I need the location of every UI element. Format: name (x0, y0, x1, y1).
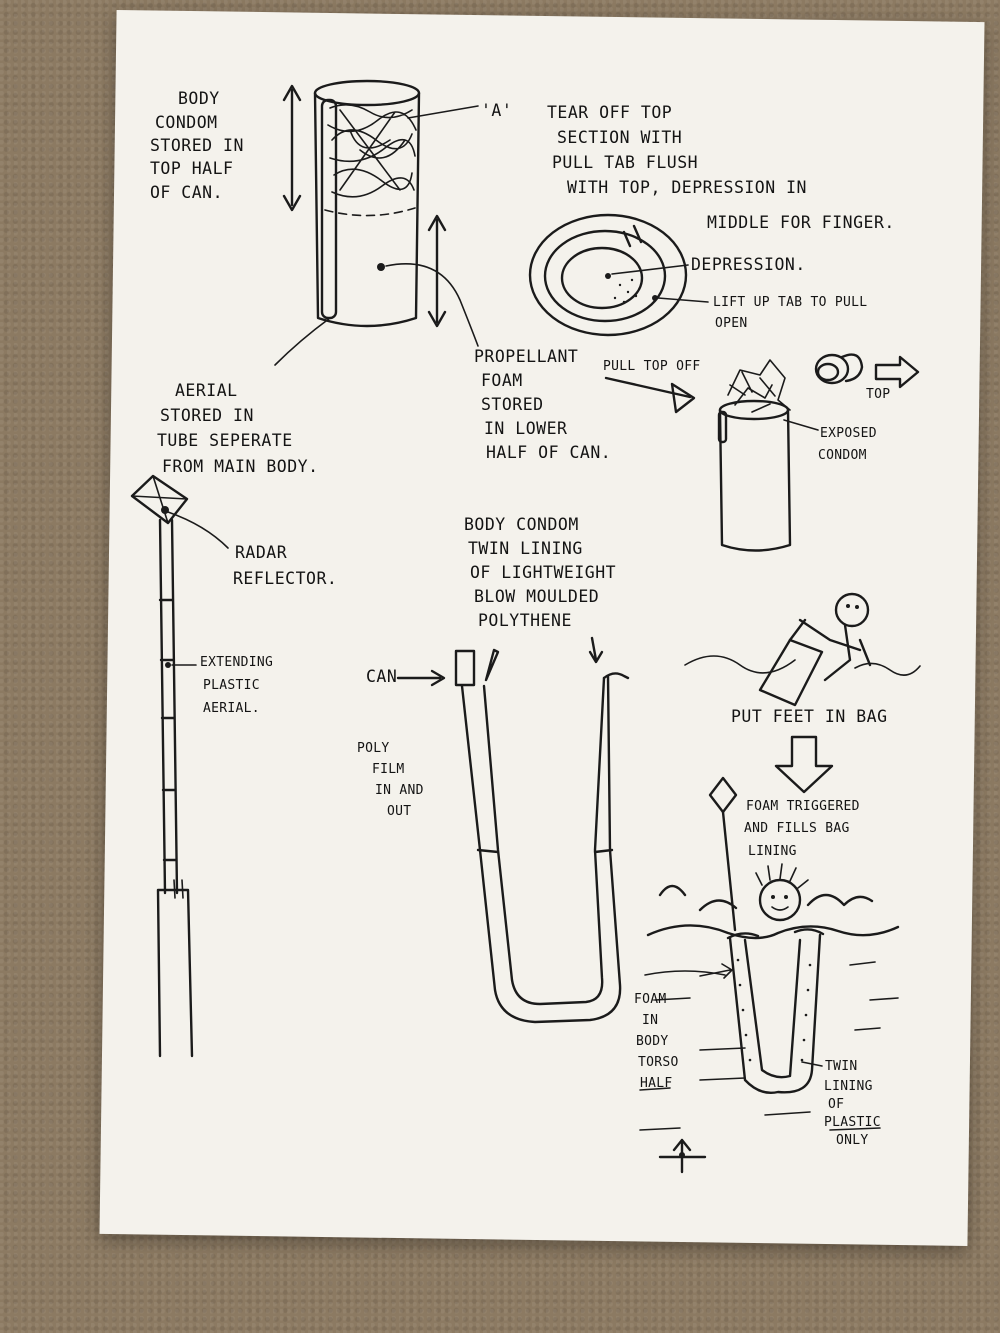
svg-text:EXPOSED: EXPOSED (820, 426, 877, 441)
svg-text:AERIAL: AERIAL (175, 381, 238, 400)
svg-text:EXTENDING: EXTENDING (200, 655, 273, 670)
svg-text:IN: IN (642, 1013, 658, 1028)
svg-text:FROM MAIN BODY.: FROM MAIN BODY. (162, 457, 319, 476)
svg-text:IN AND: IN AND (375, 783, 424, 798)
svg-text:ONLY: ONLY (836, 1133, 869, 1148)
label-radar: RADAR REFLECTOR. (233, 543, 337, 588)
label-poly-film: POLY FILM IN AND OUT (357, 741, 424, 819)
svg-text:TEAR OFF TOP: TEAR OFF TOP (547, 103, 672, 122)
svg-text:PULL TAB FLUSH: PULL TAB FLUSH (552, 153, 698, 172)
svg-text:REFLECTOR.: REFLECTOR. (233, 569, 337, 588)
svg-text:IN LOWER: IN LOWER (484, 419, 567, 438)
svg-text:AND FILLS BAG: AND FILLS BAG (744, 821, 850, 836)
inflated-bag-drawing (639, 776, 900, 1174)
svg-text:BODY: BODY (178, 89, 220, 108)
swimmer-drawing (684, 592, 921, 794)
svg-text:PLASTIC: PLASTIC (824, 1115, 881, 1130)
svg-text:TORSO: TORSO (638, 1055, 679, 1070)
svg-text:FOAM: FOAM (634, 992, 667, 1007)
svg-text:FOAM: FOAM (481, 371, 523, 390)
svg-text:TWIN LINING: TWIN LINING (468, 539, 583, 558)
label-propellant: PROPELLANT FOAM STORED IN LOWER HALF OF … (474, 347, 611, 462)
svg-text:LINING: LINING (824, 1079, 873, 1094)
svg-text:MIDDLE FOR FINGER.: MIDDLE FOR FINGER. (707, 213, 895, 232)
svg-text:POLYTHENE: POLYTHENE (478, 611, 572, 630)
label-foam-torso: FOAM IN BODY TORSO HALF (634, 992, 679, 1091)
label-put-feet: PUT FEET IN BAG (731, 707, 888, 726)
label-body-condom: BODY CONDOM STORED IN TOP HALF OF CAN. (150, 89, 244, 202)
label-lining: BODY CONDOM TWIN LINING OF LIGHTWEIGHT B… (464, 515, 616, 630)
svg-text:RADAR: RADAR (235, 543, 287, 562)
svg-text:HALF OF CAN.: HALF OF CAN. (486, 443, 611, 462)
svg-text:OF: OF (828, 1097, 844, 1112)
opened-can-drawing (604, 353, 920, 552)
label-foam-triggered: FOAM TRIGGERED AND FILLS BAG LINING (744, 799, 860, 859)
svg-text:OF LIGHTWEIGHT: OF LIGHTWEIGHT (470, 563, 616, 582)
svg-text:OUT: OUT (387, 804, 411, 819)
aerial-drawing (130, 474, 229, 1058)
svg-text:BODY CONDOM: BODY CONDOM (464, 515, 579, 534)
label-lift-tab: LIFT UP TAB TO PULL OPEN (713, 295, 867, 331)
svg-text:STORED IN: STORED IN (150, 136, 244, 155)
svg-text:SECTION WITH: SECTION WITH (557, 128, 682, 147)
svg-text:FILM: FILM (372, 762, 405, 777)
svg-text:AERIAL.: AERIAL. (203, 701, 260, 716)
svg-text:HALF: HALF (640, 1076, 673, 1091)
svg-text:OF CAN.: OF CAN. (150, 183, 223, 202)
svg-text:TOP HALF: TOP HALF (150, 159, 233, 178)
label-twin-lining: TWIN LINING OF PLASTIC ONLY (824, 1059, 881, 1148)
label-pull-top-off: PULL TOP OFF (603, 359, 701, 374)
svg-text:STORED IN: STORED IN (160, 406, 254, 425)
label-marker-a: 'A' (481, 101, 512, 120)
svg-text:LINING: LINING (748, 844, 797, 859)
svg-text:PLASTIC: PLASTIC (203, 678, 260, 693)
svg-text:OPEN: OPEN (715, 316, 748, 331)
label-top: TOP (866, 387, 890, 402)
svg-text:CONDOM: CONDOM (818, 448, 867, 463)
top-view-drawing (528, 213, 709, 337)
label-exposed-condom: EXPOSED CONDOM (818, 426, 877, 463)
svg-text:TWIN: TWIN (825, 1059, 858, 1074)
label-depression: DEPRESSION. (691, 255, 806, 274)
can-drawing (274, 79, 479, 366)
label-extending: EXTENDING PLASTIC AERIAL. (200, 655, 273, 716)
svg-text:LIFT UP TAB TO PULL: LIFT UP TAB TO PULL (713, 295, 867, 310)
svg-text:BODY: BODY (636, 1034, 669, 1049)
svg-text:CONDOM: CONDOM (155, 113, 218, 132)
svg-text:POLY: POLY (357, 741, 390, 756)
svg-text:STORED: STORED (481, 395, 544, 414)
u-lining-drawing (396, 636, 630, 1024)
svg-text:PROPELLANT: PROPELLANT (474, 347, 578, 366)
svg-text:TUBE SEPERATE: TUBE SEPERATE (157, 431, 293, 450)
label-aerial: AERIAL STORED IN TUBE SEPERATE FROM MAIN… (157, 381, 319, 476)
label-tear-off: TEAR OFF TOP SECTION WITH PULL TAB FLUSH… (547, 103, 895, 232)
label-can: CAN (366, 667, 397, 686)
svg-text:WITH TOP, DEPRESSION IN: WITH TOP, DEPRESSION IN (567, 178, 807, 197)
svg-text:FOAM TRIGGERED: FOAM TRIGGERED (746, 799, 860, 814)
svg-text:BLOW MOULDED: BLOW MOULDED (474, 587, 599, 606)
